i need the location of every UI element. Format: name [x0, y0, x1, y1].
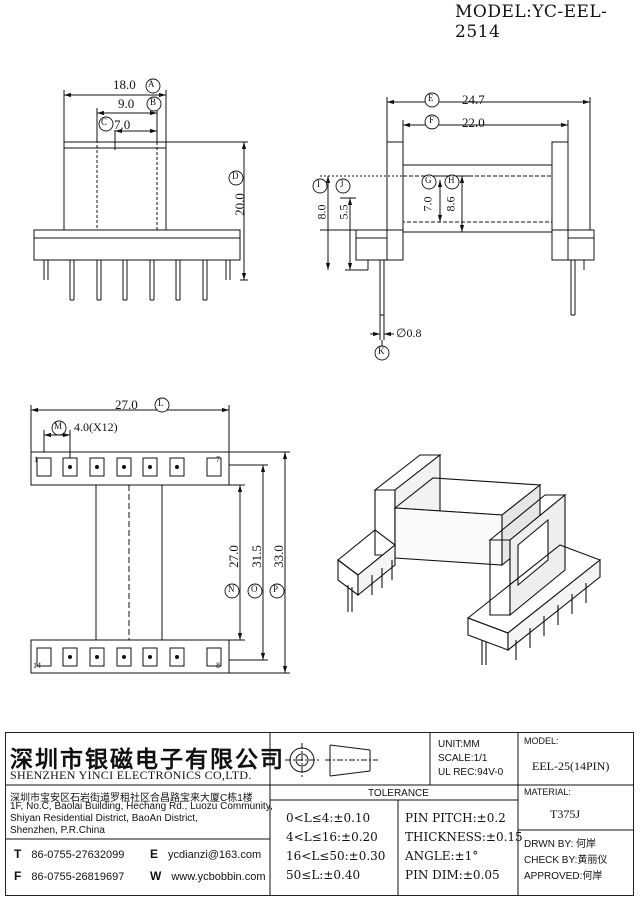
company-name-en: SHENZHEN YINCI ELECTRONICS CO,LTD. [10, 768, 252, 782]
tel-value: 86-0755-27632099 [31, 849, 125, 861]
dim-j-letter: J [340, 179, 344, 189]
web-value: www.ycbobbin.com [171, 871, 266, 883]
dim-b-value: 9.0 [118, 96, 135, 111]
web-label: W [150, 869, 162, 883]
dim-h-value: 8.6 [443, 196, 458, 212]
side-view [320, 97, 595, 348]
checked-by: CHECK BY:黄丽仪 [524, 855, 608, 866]
front-view [33, 90, 248, 301]
model-field-label: MODEL: [524, 736, 559, 746]
dim-h-letter: H [448, 175, 455, 185]
address-en-line2: Shiyan Residential District, BaoAn Distr… [10, 813, 198, 824]
fax-label: F [14, 869, 22, 883]
dim-k-value: ∅0.8 [396, 326, 422, 340]
top-view [30, 405, 290, 674]
dim-p-letter: P [273, 584, 279, 594]
dim-n-letter: N [228, 584, 235, 594]
tolerance-row-2: PIN DIM:±0.05 [405, 868, 500, 882]
title-block [5, 732, 634, 896]
pin-number: 7 [216, 455, 220, 464]
dim-j-value: 5.5 [336, 204, 351, 220]
dim-o-letter: O [251, 584, 258, 594]
model-field-value: EEL-25(14PIN) [532, 759, 610, 773]
dim-d-letter: D [232, 171, 239, 181]
dim-n-value: 27.0 [225, 545, 241, 568]
fax-value: 86-0755-26819697 [31, 871, 125, 883]
dim-k-letter: K [378, 346, 385, 356]
tolerance-row-2: THICKNESS:±0.15 [405, 830, 523, 844]
drawn-by: DRWN BY: 何岸 [524, 839, 597, 850]
dim-p-value: 33.0 [270, 545, 286, 568]
tolerance-row: 16<L≤50:±0.30 [286, 849, 386, 863]
dim-f-value: 22.0 [462, 115, 485, 130]
material-field-label: MATERIAL: [524, 787, 571, 797]
tolerance-row: 0<L≤4:±0.10 [286, 811, 371, 825]
dim-o-value: 31.5 [248, 545, 264, 568]
dim-m-value: 4.0(X12) [74, 420, 118, 434]
email-value: ycdianzi@163.com [168, 849, 262, 861]
title-block-lines [5, 732, 634, 896]
dim-b-letter: B [150, 97, 157, 107]
dim-f-letter: F [429, 115, 435, 125]
tolerance-title: TOLERANCE [368, 788, 429, 799]
approved-by: APPROVED:何岸 [524, 871, 603, 882]
scale-label: SCALE:1/1 [438, 753, 488, 764]
dim-e-letter: E [428, 93, 434, 103]
dim-g-letter: G [425, 175, 432, 185]
isometric-view [337, 453, 602, 665]
dim-m-letter: M [54, 421, 63, 431]
tolerance-row: 50≤L:±0.40 [286, 868, 361, 882]
dim-e-value: 24.7 [462, 92, 485, 107]
dim-l-letter: L [158, 398, 164, 408]
dim-g-value: 7.0 [420, 196, 435, 212]
ul-rec-label: UL REC:94V-0 [438, 767, 504, 778]
model-header: MODEL:YC-EEL-2514 [455, 2, 608, 42]
email-label: E [150, 847, 159, 861]
front-pins [43, 260, 231, 301]
dim-i-value: 8.0 [314, 204, 329, 220]
tel-label: T [14, 847, 22, 861]
address-en-line1: 1F, No.C, Baolai Building, Hechang Rd., … [10, 801, 273, 812]
pin-number: 8 [216, 661, 220, 670]
pin-number: 1 [34, 455, 38, 464]
fax: F 86-0755-26819697 [14, 869, 124, 883]
dim-a-letter: A [148, 79, 155, 89]
pin-number: 14 [33, 661, 41, 670]
dim-l-value: 27.0 [115, 397, 138, 412]
dim-c-letter: C [101, 117, 108, 127]
address-cn: 深圳市宝安区石岩街道罗租社区合昌路宝来大厦C栋1楼 [10, 793, 253, 804]
telephone: T 86-0755-27632099 [14, 847, 124, 861]
tolerance-row: 4<L≤16:±0.20 [286, 830, 378, 844]
company-name-cn: 深圳市银磁电子有限公司 [10, 746, 285, 773]
material-field-value: T375J [550, 807, 580, 821]
tolerance-row-2: PIN PITCH:±0.2 [405, 811, 506, 825]
dim-d-value: 20.0 [231, 193, 247, 216]
dim-c-value: 7.0 [114, 117, 131, 132]
dim-a-value: 18.0 [113, 77, 136, 92]
tolerance-row-2: ANGLE:±1° [405, 849, 479, 863]
unit-label: UNIT:MM [438, 739, 480, 750]
dim-i-letter: I [317, 179, 320, 189]
address-en-line3: Shenzhen, P.R.China [10, 825, 105, 836]
